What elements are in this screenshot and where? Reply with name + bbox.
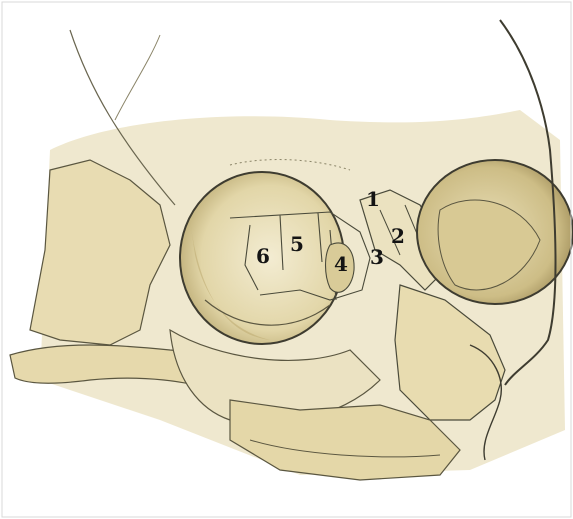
label-6: 6 [256,246,270,266]
label-5: 5 [290,234,304,254]
temporal-line [115,35,160,120]
label-3: 3 [370,247,384,267]
label-1: 1 [366,189,380,209]
label-4: 4 [334,254,348,274]
label-2: 2 [391,226,405,246]
